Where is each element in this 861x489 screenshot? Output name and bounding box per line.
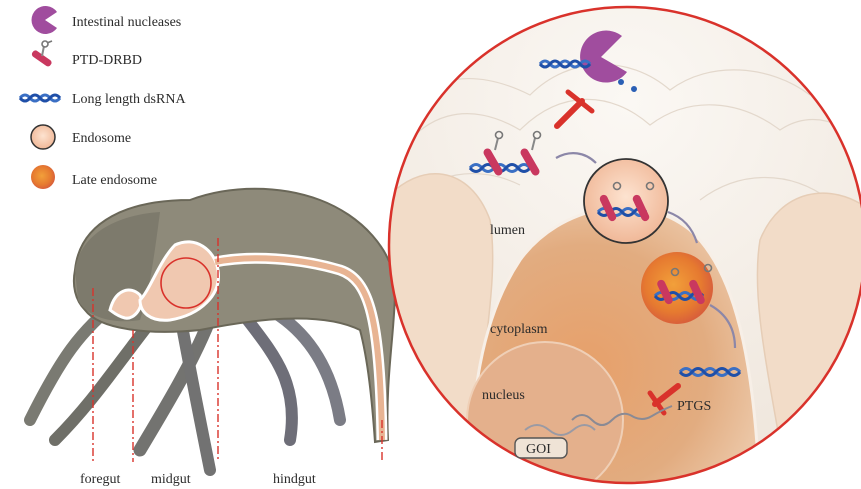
label-hindgut: hindgut [273,472,316,487]
zoom-circle-border [387,5,861,485]
late-endosome-stage [641,252,713,324]
label-lumen: lumen [490,223,525,238]
endosome-icon [30,124,56,150]
gut-foregut [108,288,143,320]
gut-section-markers [92,238,383,462]
mrna-strand [571,405,673,426]
label-ptgs: PTGS [677,399,711,414]
legend-label-endosome: Endosome [72,131,131,146]
ptd-dsrna-complex-lumen [468,130,542,176]
ptd-drbd-icon [31,40,53,67]
legend-label-dsrna: Long length dsRNA [72,92,186,107]
gene-strand [524,424,596,436]
process-arrows [555,152,737,349]
legend-label-nucleases: Intestinal nucleases [72,15,181,30]
legend: Intestinal nucleases PTD-DRBD Long lengt… [18,5,186,189]
nuclease-degradation [538,30,637,92]
label-foregut: foregut [80,472,121,487]
legend-label-ptd-drbd: PTD-DRBD [72,53,142,68]
dsrna-icon [18,93,62,103]
inhibition-symbol-nuclease [554,89,595,129]
legend-label-late-endosome: Late endosome [72,173,157,188]
label-nucleus: nucleus [482,388,525,403]
label-cytoplasm: cytoplasm [490,322,548,337]
zoom-highlight-circle [160,257,212,309]
goi-badge: GOI [514,437,568,459]
endosome-entry [583,158,669,244]
nuclease-icon [31,5,57,34]
label-goi: GOI [526,442,551,457]
beetle-illustration [24,187,397,476]
late-endosome-icon [31,165,55,189]
nucleus [466,341,624,483]
label-midgut: midgut [151,472,191,487]
released-dsrna [678,367,742,377]
neighbor-cell-left [389,173,494,483]
